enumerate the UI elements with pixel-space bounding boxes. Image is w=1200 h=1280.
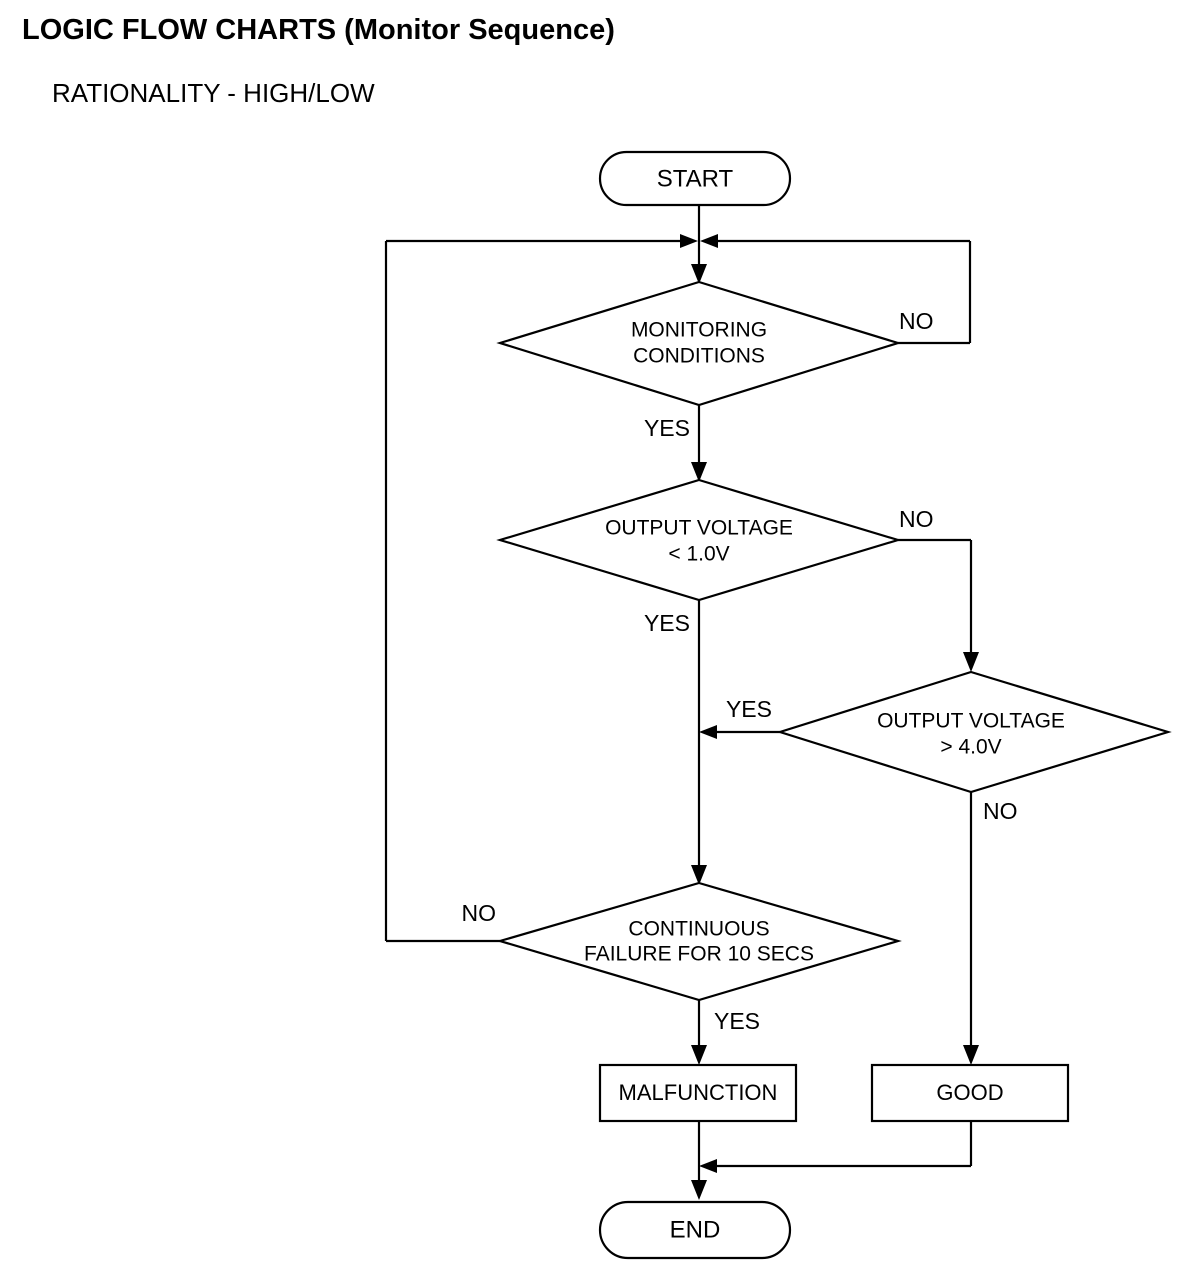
node-good[interactable] (870, 1063, 1070, 1123)
node-end[interactable] (598, 1200, 792, 1260)
node-monitoring-conditions-label-line1: MONITORING (631, 319, 767, 342)
edge-label-volthigh-no: NO (983, 798, 1018, 824)
edge-label-voltlow-no: NO (899, 506, 934, 532)
node-output-voltage-high-label-line2: > 4.0V (940, 736, 1001, 759)
node-good-label: GOOD (936, 1080, 1003, 1105)
node-continuous-failure-label-line2: FAILURE FOR 10 SECS (584, 943, 814, 966)
arrow-head-into-cont-fail (691, 865, 707, 885)
node-output-voltage-low[interactable] (496, 478, 902, 602)
arrow-head-into-good (963, 1045, 979, 1065)
edge-label-monitoring-yes: YES (644, 415, 690, 441)
node-monitoring-conditions[interactable] (496, 280, 902, 407)
edge-label-monitoring-no: NO (899, 308, 934, 334)
arrow-head-into-volt-high (963, 652, 979, 672)
page-subtitle: RATIONALITY - HIGH/LOW (52, 78, 375, 108)
arrow-head-volthigh-yes (699, 725, 717, 739)
node-continuous-failure[interactable] (496, 881, 902, 1002)
edge-label-volthigh-yes: YES (726, 696, 772, 722)
node-output-voltage-low-label-line2: < 1.0V (668, 543, 729, 566)
node-malfunction-label: MALFUNCTION (619, 1080, 778, 1105)
arrow-head-monitoring-no (700, 234, 718, 248)
edge-label-contfail-yes: YES (714, 1008, 760, 1034)
arrow-head-into-malfunction (691, 1045, 707, 1065)
node-monitoring-conditions-label-line2: CONDITIONS (633, 345, 765, 368)
node-malfunction[interactable] (598, 1063, 798, 1123)
edge-label-contfail-no: NO (462, 900, 497, 926)
arrow-head-good-merge (699, 1159, 717, 1173)
page-title: LOGIC FLOW CHARTS (Monitor Sequence) (22, 14, 615, 46)
edge-label-voltlow-yes: YES (644, 610, 690, 636)
arrow-head-feedback-left (680, 234, 698, 248)
node-start[interactable] (598, 150, 792, 207)
node-output-voltage-high[interactable] (776, 670, 1172, 794)
node-start-label: START (657, 165, 734, 192)
node-output-voltage-low-label-line1: OUTPUT VOLTAGE (605, 517, 793, 540)
arrow-head-into-monitoring (691, 264, 707, 284)
node-output-voltage-high-label-line1: OUTPUT VOLTAGE (877, 710, 1065, 733)
node-end-label: END (670, 1216, 721, 1243)
arrow-head-into-volt-low (691, 462, 707, 482)
arrow-head-into-end (691, 1180, 707, 1200)
node-continuous-failure-label-line1: CONTINUOUS (628, 918, 769, 941)
